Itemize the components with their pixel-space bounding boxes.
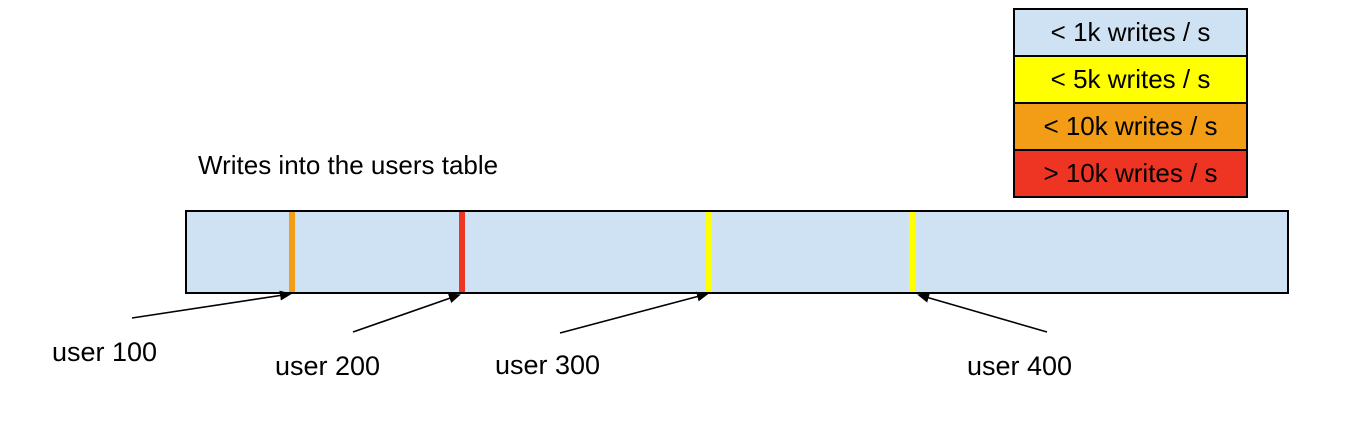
arrow-user-400	[917, 292, 1048, 333]
write-marker-user-400	[908, 212, 915, 292]
legend-item-label: < 10k writes / s	[1043, 111, 1218, 141]
arrow-user-100	[131, 290, 292, 319]
label-user-200: user 200	[275, 351, 381, 381]
legend-item-lt10k: < 10k writes / s	[1015, 104, 1246, 151]
label-user-400: user 400	[967, 351, 1073, 381]
write-marker-user-200	[459, 212, 465, 292]
legend-item-label: > 10k writes / s	[1043, 158, 1218, 188]
write-marker-user-100	[289, 212, 296, 292]
legend-item-lt5k: < 5k writes / s	[1015, 57, 1246, 104]
write-marker-user-300	[705, 212, 712, 292]
label-user-100: user 100	[52, 337, 158, 367]
users-table-bar	[185, 210, 1289, 294]
arrow-user-200	[352, 293, 461, 333]
legend-item-label: < 5k writes / s	[1050, 64, 1211, 94]
arrow-user-300	[559, 291, 709, 334]
legend-item-gt10k: > 10k writes / s	[1015, 151, 1246, 196]
legend: < 1k writes / s < 5k writes / s < 10k wr…	[1013, 8, 1248, 198]
diagram-title: Writes into the users table	[198, 150, 499, 180]
label-user-300: user 300	[495, 350, 601, 380]
legend-item-lt1k: < 1k writes / s	[1015, 10, 1246, 57]
legend-item-label: < 1k writes / s	[1050, 17, 1211, 47]
